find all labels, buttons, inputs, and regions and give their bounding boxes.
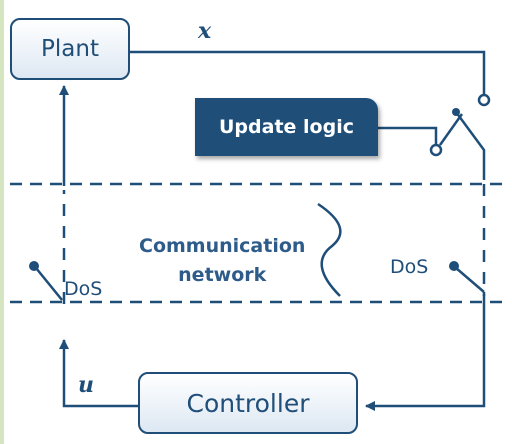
dos-left-label: DoS: [64, 278, 103, 300]
update-switch-pivot: [452, 108, 460, 116]
plant-output-line: [130, 50, 486, 96]
switch-terminal-bottom: [429, 143, 443, 157]
update-switch-lever: [438, 113, 464, 146]
communication-label-line1: Communication: [139, 235, 306, 257]
right-dos-pivot: [449, 261, 459, 271]
communication-label-line2: network: [178, 263, 267, 286]
switch-terminal-top: [477, 93, 491, 107]
control-input-line: [59, 339, 138, 408]
plant-block: Plant: [10, 18, 130, 80]
update-switch-line: [378, 126, 438, 146]
controller-block: Controller: [138, 372, 358, 434]
left-dos-lever: [35, 267, 63, 301]
dos-right-label: DoS: [390, 256, 429, 278]
plant-label: Plant: [41, 36, 99, 62]
left-dos-pivot: [29, 261, 39, 271]
right-dos-lever: [455, 267, 485, 293]
plant-output-signal-label: x: [198, 18, 212, 44]
right-to-controller-line: [365, 292, 486, 411]
communication-network-label: Communication network: [139, 232, 305, 289]
right-down-line: [454, 111, 486, 180]
control-input-signal-label: u: [78, 372, 94, 398]
update-logic-block: Update logic: [195, 98, 378, 156]
controller-label: Controller: [186, 388, 310, 418]
channel-curve: [317, 202, 342, 297]
update-logic-label: Update logic: [219, 116, 354, 138]
